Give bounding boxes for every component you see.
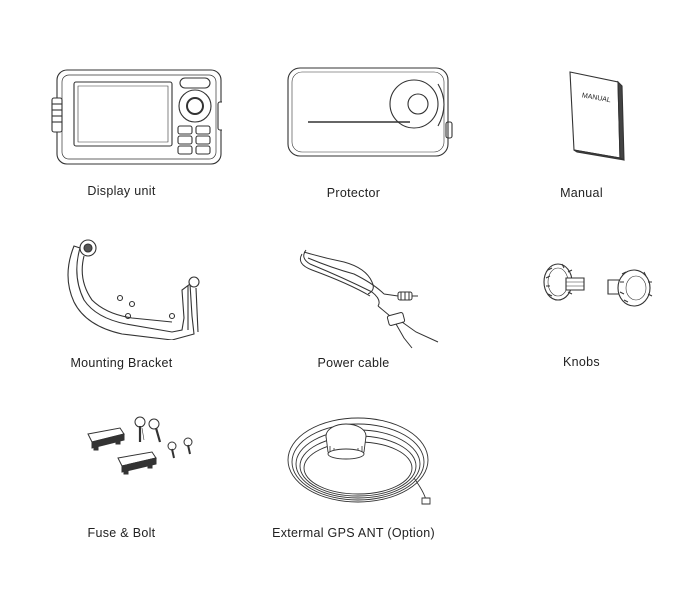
mounting-bracket-illustration [5,236,238,340]
manual-illustration: MANUAL [465,66,698,166]
caption-protector: Protector [326,186,381,200]
fuse-bolt-illustration [5,412,238,482]
gps-antenna-illustration [237,408,470,512]
display-unit-illustration [5,62,238,168]
caption-power-cable: Power cable [317,356,390,370]
knobs-illustration [465,258,698,318]
caption-manual: Manual [560,186,603,200]
caption-mounting-bracket: Mounting Bracket [70,356,173,370]
protector-illustration [237,64,470,164]
power-cable-illustration [237,244,470,350]
caption-external-gps-ant: Extermal GPS ANT (Option) [272,526,435,540]
caption-display-unit: Display unit [87,184,156,198]
manual-cover-text: MANUAL [581,92,611,104]
caption-knobs: Knobs [563,355,600,369]
caption-fuse-bolt: Fuse & Bolt [87,526,156,540]
